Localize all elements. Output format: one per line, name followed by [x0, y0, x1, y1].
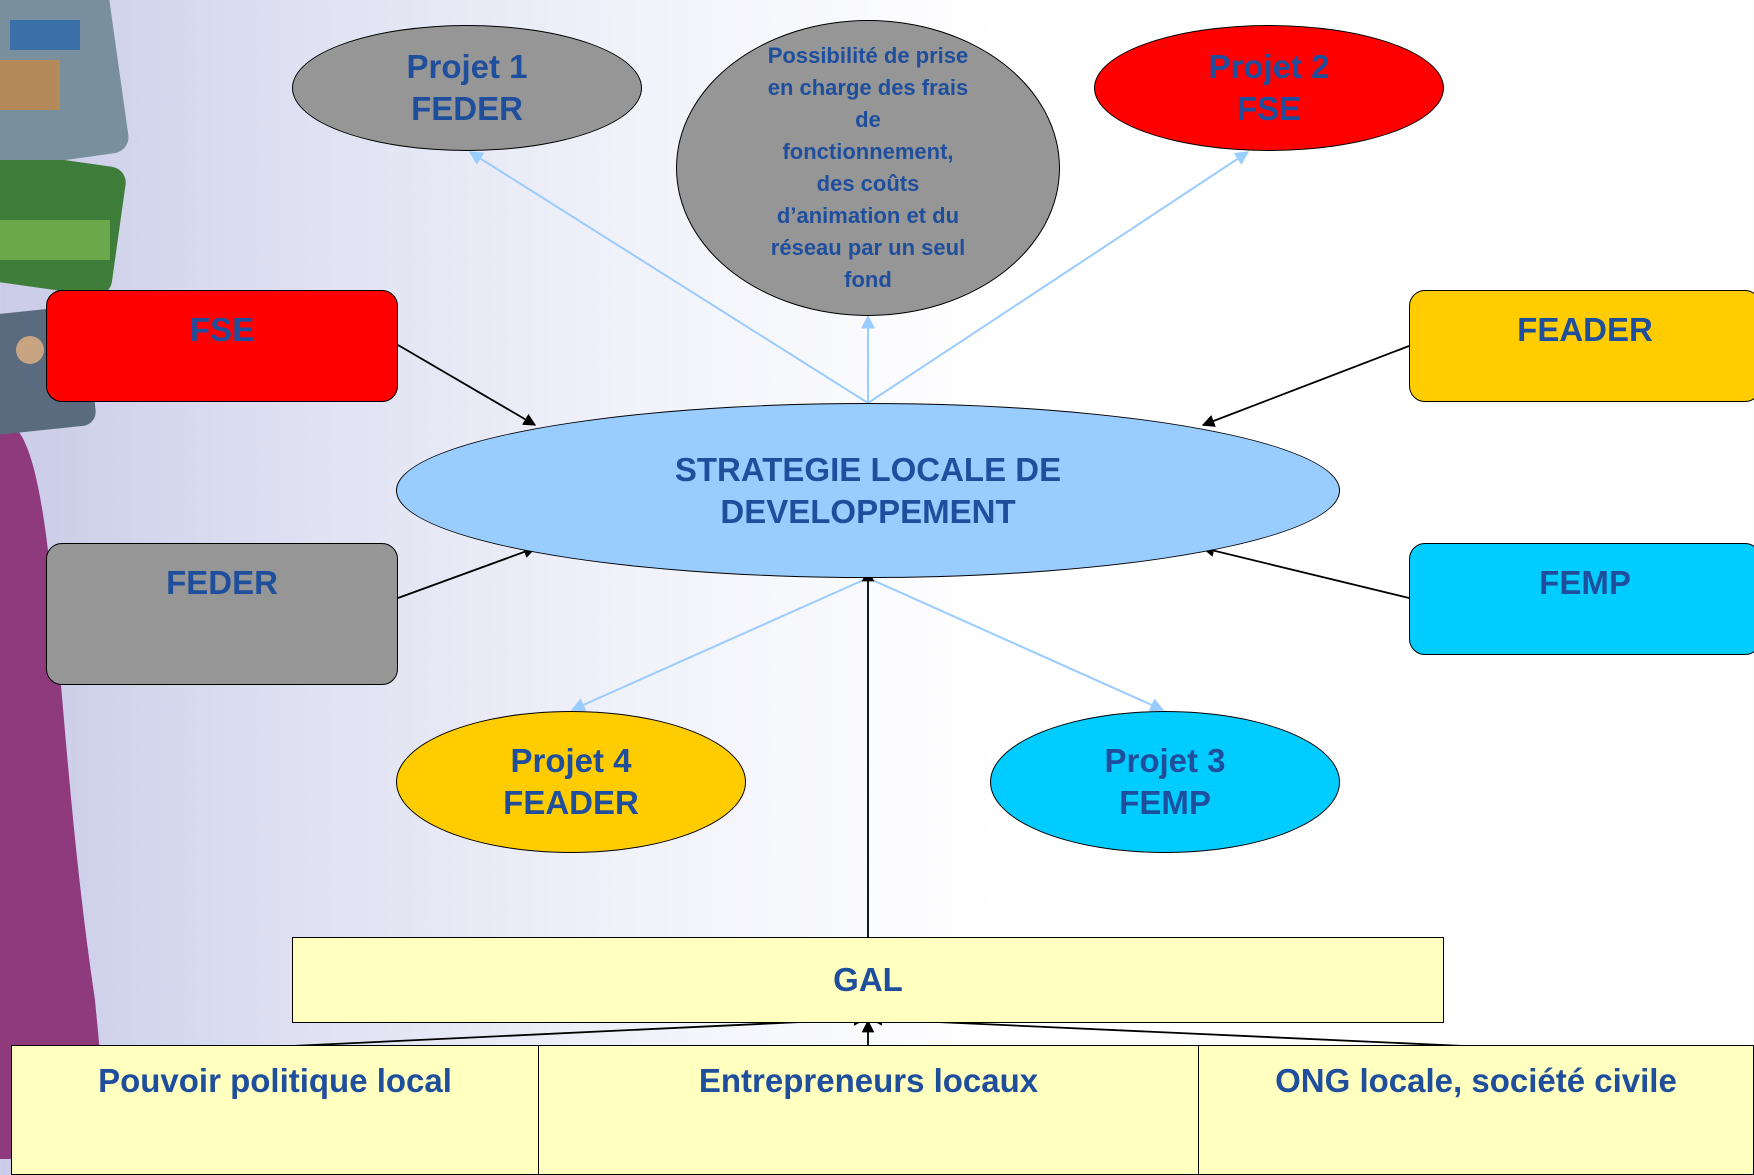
projet-1-ellipse: Projet 1 FEDER [292, 25, 642, 151]
arrow-from-feader [1201, 345, 1410, 427]
stakeholder-2-label: Entrepreneurs locaux [698, 1062, 1039, 1099]
fund-feder-label: FEDER [166, 564, 278, 601]
strategy-line-2: DEVELOPPEMENT [720, 492, 1016, 530]
operating-costs-line-4: fonctionnement, [782, 139, 954, 164]
stakeholder-civil-society: ONG locale, société civile [1198, 1045, 1754, 1175]
operating-costs-line-3: de [855, 107, 881, 132]
operating-costs-line-8: fond [844, 267, 892, 292]
stakeholder-3-label: ONG locale, société civile [1275, 1062, 1677, 1099]
projet-3-fund: FEMP [1119, 784, 1211, 821]
projet-1-fund: FEDER [411, 90, 523, 127]
projet-4-fund: FEADER [503, 784, 639, 821]
arrow-to-projet-1 [468, 151, 869, 404]
projet-1-label: Projet 1 [406, 48, 528, 85]
arrow-from-feder [397, 545, 537, 599]
arrow-from-fse [397, 344, 537, 426]
arrow-stakeholder-3-to-gal [869, 1013, 1487, 1048]
operating-costs-line-7: réseau par un seul [770, 235, 966, 260]
projet-4-ellipse: Projet 4 FEADER [396, 711, 746, 853]
gal-box: GAL [292, 937, 1444, 1023]
arrow-to-projet-3 [867, 577, 1165, 712]
fund-box-femp: FEMP [1409, 543, 1754, 655]
stakeholder-1-label: Pouvoir politique local [98, 1062, 452, 1099]
photo-tile-field [0, 160, 126, 296]
operating-costs-text: Possibilité de prise en charge des frais… [740, 40, 997, 296]
arrow-from-femp [1201, 544, 1410, 599]
stakeholder-local-entrepreneurs: Entrepreneurs locaux [538, 1045, 1199, 1175]
photo-tile-village [0, 0, 129, 170]
projet-2-fund: FSE [1236, 90, 1302, 127]
arrow-to-projet-2 [867, 151, 1250, 404]
operating-costs-line-2: en charge des frais [767, 75, 969, 100]
strategy-ellipse: STRATEGIE LOCALE DE DEVELOPPEMENT [396, 403, 1340, 578]
projet-2-ellipse: Projet 2 FSE [1094, 25, 1444, 151]
fund-box-feader: FEADER [1409, 290, 1754, 402]
projet-3-label: Projet 3 [1104, 742, 1226, 779]
arrow-to-projet-4 [570, 577, 869, 712]
projet-3-ellipse: Projet 3 FEMP [990, 711, 1340, 853]
strategy-line-1: STRATEGIE LOCALE DE [674, 450, 1062, 488]
arrow-stakeholder-1-to-gal [269, 1013, 867, 1048]
fund-fse-label: FSE [189, 311, 255, 348]
projet-2-label: Projet 2 [1208, 48, 1330, 85]
projet-4-label: Projet 4 [510, 742, 632, 779]
fund-femp-label: FEMP [1539, 564, 1631, 601]
operating-costs-line-6: d’animation et du [776, 203, 960, 228]
gal-label: GAL [833, 961, 903, 998]
operating-costs-ellipse: Possibilité de prise en charge des frais… [676, 20, 1060, 316]
stakeholder-local-political-power: Pouvoir politique local [11, 1045, 539, 1175]
fund-box-feder: FEDER [46, 543, 398, 685]
operating-costs-line-5: des coûts [816, 171, 920, 196]
operating-costs-line-1: Possibilité de prise [767, 43, 969, 68]
decorative-side-band [0, 420, 110, 1159]
fund-box-fse: FSE [46, 290, 398, 402]
fund-feader-label: FEADER [1517, 311, 1653, 348]
